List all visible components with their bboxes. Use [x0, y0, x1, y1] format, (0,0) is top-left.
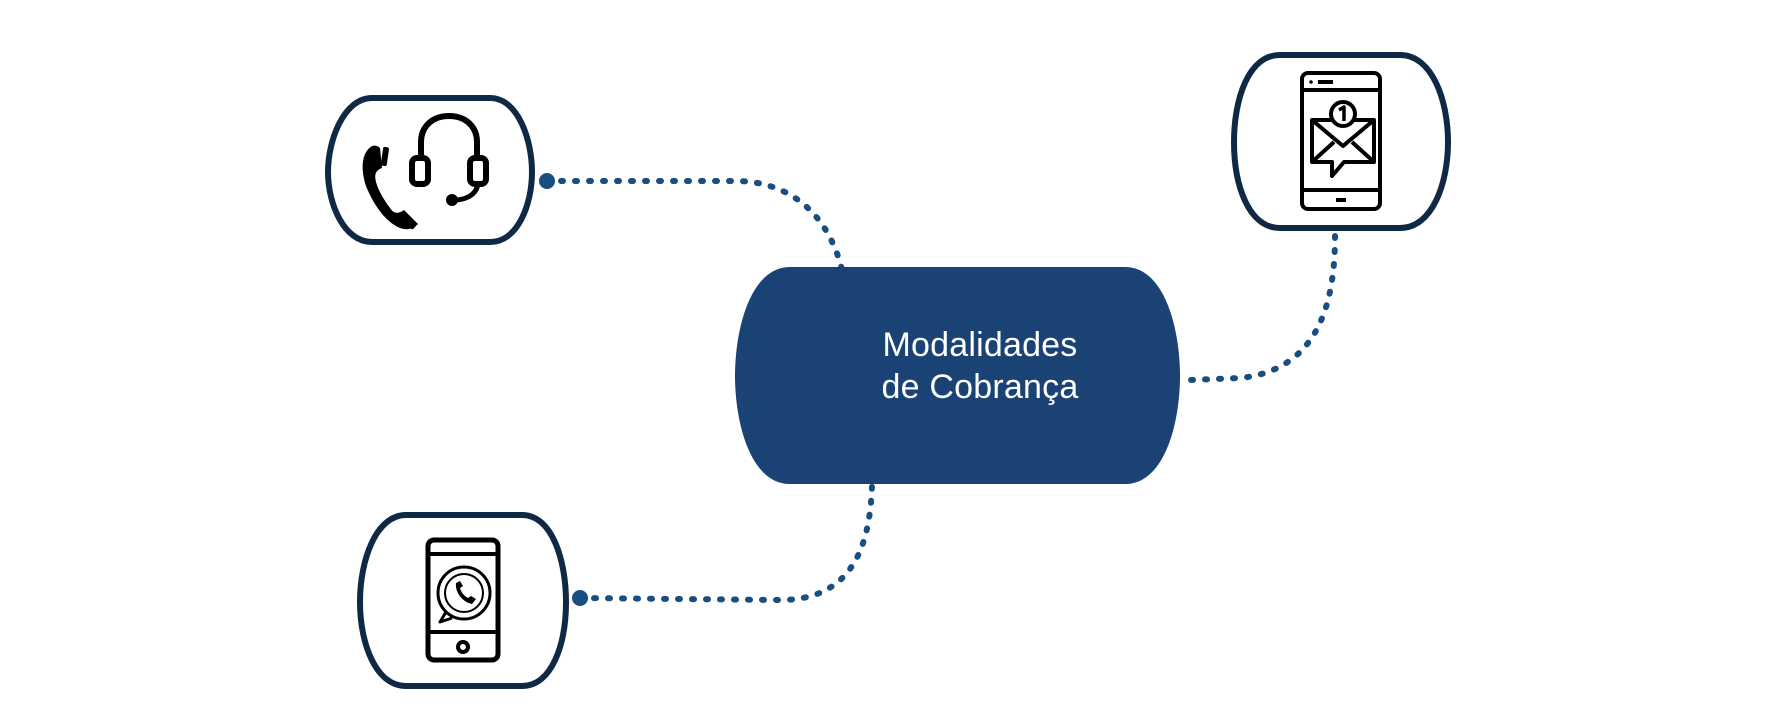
- center-label-line-2: de Cobrança: [881, 368, 1079, 406]
- node-phone-support: [324, 95, 536, 245]
- smartphone-email-notification-icon: [1300, 71, 1382, 211]
- node-frame: [1230, 52, 1452, 231]
- node-whatsapp: [356, 512, 570, 689]
- connector-dot-whatsapp: [572, 590, 588, 606]
- connector-email-to-center: [1187, 233, 1338, 383]
- center-node: [735, 267, 1180, 484]
- center-label-line-1: Modalidades: [882, 326, 1078, 364]
- connectors: [544, 178, 1338, 604]
- connector-dot-phone: [539, 173, 555, 189]
- connector-phone-to-center: [544, 178, 845, 273]
- node-frame: [356, 512, 570, 689]
- node-email-notification: [1230, 52, 1452, 231]
- center-label: Modalidades de Cobrança: [735, 324, 1225, 408]
- connector-whatsapp-to-center: [577, 482, 875, 604]
- smartphone-whatsapp-icon: [425, 537, 501, 663]
- phone-headset-icon: [362, 112, 489, 230]
